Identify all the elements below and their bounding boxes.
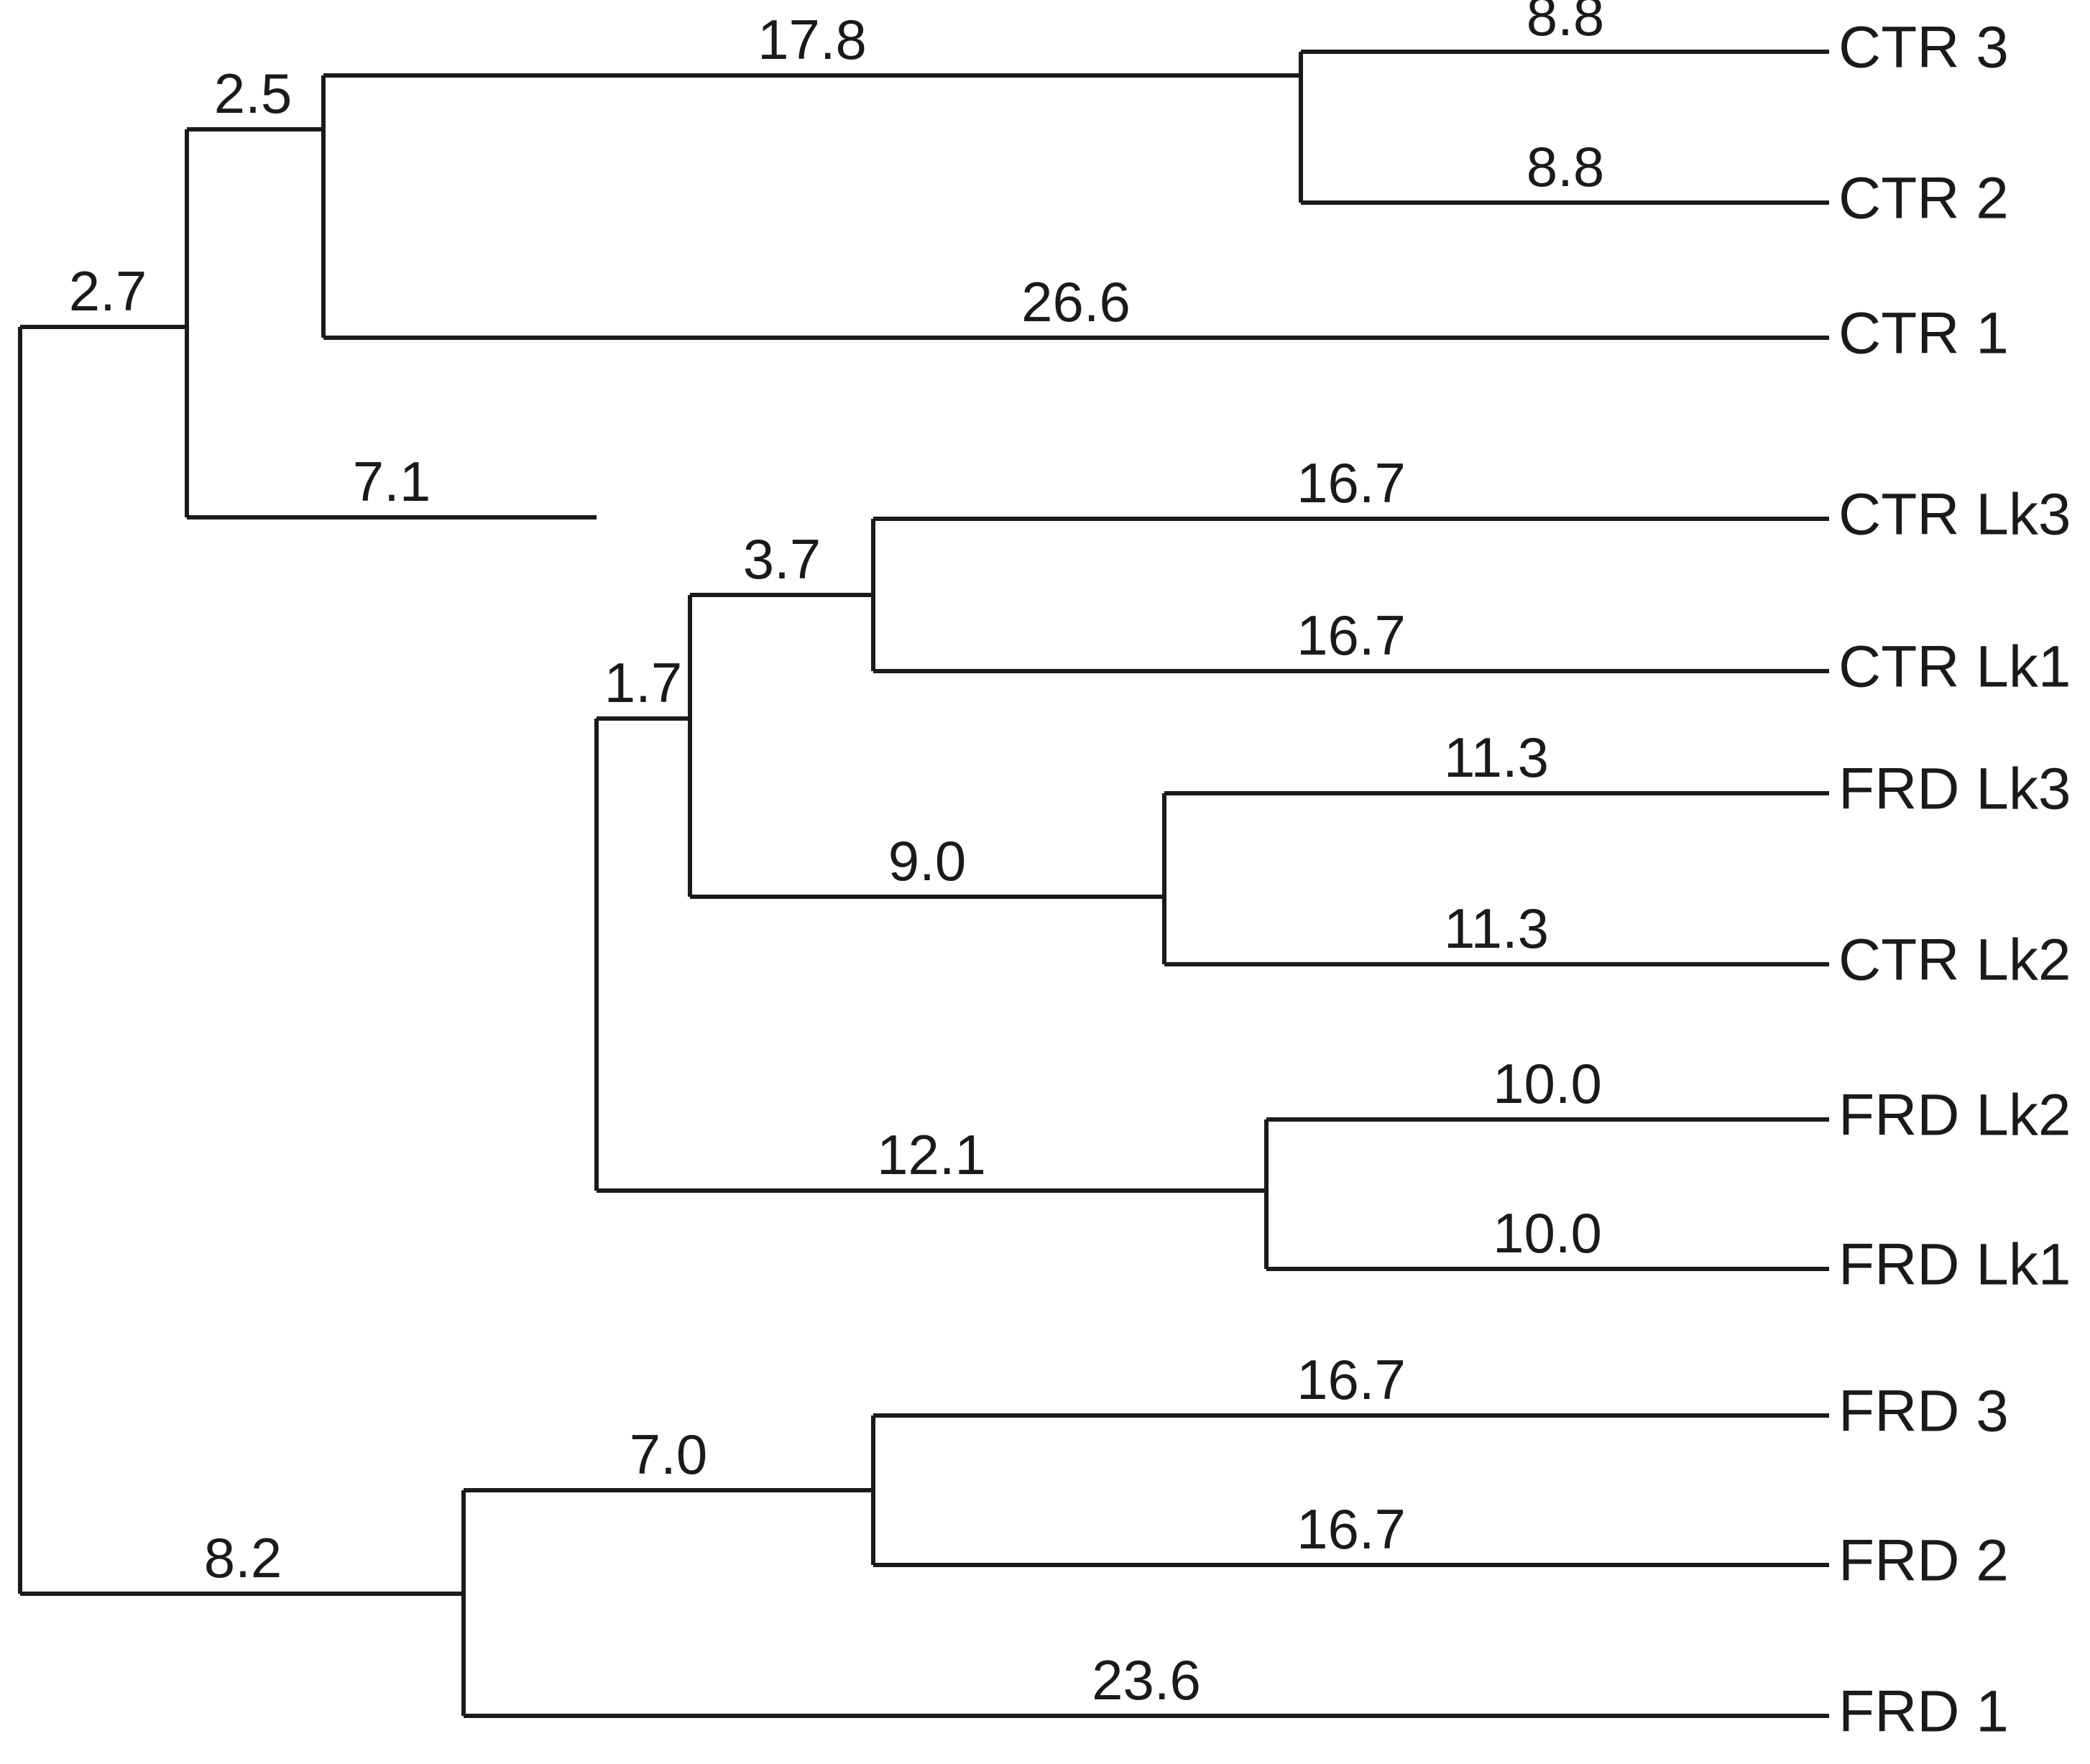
- branch-length-label: 11.3: [1444, 897, 1549, 960]
- leaf-label-frdlk1[interactable]: FRD Lk1: [1838, 1232, 2071, 1298]
- branch-length-label: 11.3: [1444, 726, 1549, 789]
- leaf-label-ctrlk3[interactable]: CTR Lk3: [1838, 482, 2071, 548]
- branch-length-label: 1.7: [604, 651, 682, 714]
- leaf-label-ctr2[interactable]: CTR 2: [1838, 166, 2009, 231]
- branch-length-label: 7.0: [630, 1423, 707, 1486]
- branch-length-label: 10.0: [1493, 1052, 1602, 1115]
- branch-length-label: 3.7: [743, 527, 821, 591]
- leaf-label-frdlk3[interactable]: FRD Lk3: [1838, 757, 2071, 822]
- branch-length-label: 9.0: [888, 829, 966, 892]
- branch-length-label: 17.8: [758, 8, 867, 71]
- branch-length-label: 26.6: [1021, 270, 1131, 333]
- branch-length-label: 10.0: [1493, 1201, 1602, 1265]
- branch-length-label: 8.2: [204, 1526, 282, 1589]
- branch-length-label: 16.7: [1297, 604, 1406, 667]
- leaf-label-ctr1[interactable]: CTR 1: [1838, 301, 2009, 366]
- leaf-label-frd3[interactable]: FRD 3: [1838, 1379, 2009, 1444]
- branch-length-label: 16.7: [1297, 451, 1406, 514]
- leaf-label-ctr3[interactable]: CTR 3: [1838, 15, 2009, 80]
- branch-length-label: 8.8: [1527, 0, 1604, 47]
- branch-length-label: 7.1: [353, 450, 431, 513]
- branch-length-labels-group: 2.7 8.2 2.5 7.1 17.8 26.6 8.8 8.8 1.7 12.1 3.7 9.0 1…: [69, 0, 1604, 1712]
- branch-length-label: 2.7: [69, 259, 147, 323]
- leaf-label-ctrlk1[interactable]: CTR Lk1: [1838, 634, 2071, 700]
- branch-length-label: 8.8: [1527, 135, 1604, 198]
- connector-lines-group: [18, 52, 1303, 1716]
- branch-lines-group: [20, 50, 1829, 1718]
- branch-length-label: 16.7: [1297, 1497, 1406, 1561]
- leaf-label-frd1[interactable]: FRD 1: [1838, 1679, 2009, 1745]
- branch-length-label: 23.6: [1092, 1648, 1201, 1712]
- leaf-label-frdlk2[interactable]: FRD Lk2: [1838, 1083, 2071, 1148]
- branch-length-label: 2.5: [214, 62, 292, 125]
- branch-length-label: 12.1: [877, 1123, 986, 1186]
- branch-length-label: 16.7: [1297, 1348, 1406, 1411]
- leaf-label-frd2[interactable]: FRD 2: [1838, 1528, 2009, 1594]
- leaf-label-ctrlk2[interactable]: CTR Lk2: [1838, 928, 2071, 993]
